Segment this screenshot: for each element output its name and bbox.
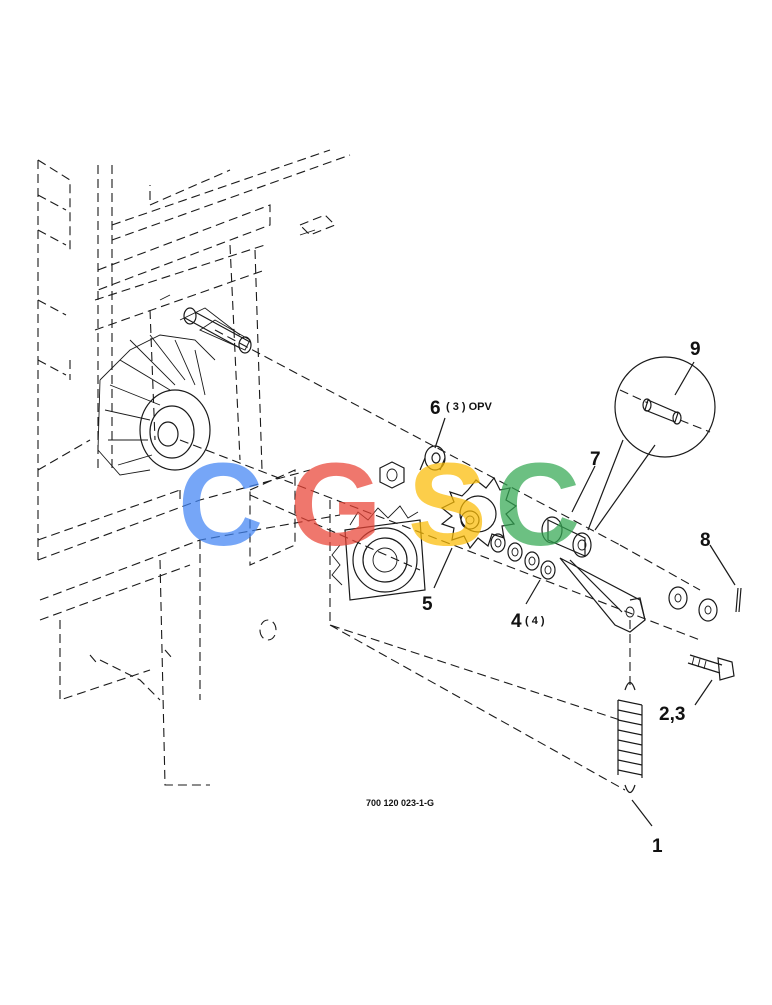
callout-6-qty: ( 3 ) OPV: [446, 401, 493, 413]
watermark-letter-s: S: [408, 439, 487, 571]
outer-washers: [668, 586, 718, 622]
watermark-letter-c1: C: [178, 439, 263, 571]
leader-lines: [433, 361, 736, 827]
idler-arm-item-7: [541, 516, 646, 633]
machine-frame: [37, 149, 621, 786]
callout-2-3-label: 2,3: [659, 704, 685, 725]
cotter-pin-item-8: [735, 587, 742, 613]
drawing-part-number: 700 120 023-1-G: [366, 798, 434, 808]
callout-4-qty: ( 4 ): [525, 615, 545, 627]
detail-view-item-9: [587, 356, 716, 531]
watermark: C G S C: [178, 439, 580, 571]
callout-8-label: 8: [700, 530, 711, 551]
sprocket-item-5: [440, 476, 518, 550]
callout-1-label: 1: [652, 836, 663, 857]
callout-6-label: 6: [430, 398, 441, 419]
spring-item-1: [617, 620, 643, 794]
hex-nut: [379, 461, 405, 489]
spacer-item-6: [419, 445, 446, 471]
washers-item-4: [490, 533, 556, 580]
callout-7-label: 7: [590, 449, 601, 470]
callouts: 9 6 ( 3 ) OPV 7 8 5 4 ( 4 ) 2,3 1 700 12…: [366, 339, 711, 857]
callout-5-label: 5: [422, 594, 433, 615]
pivot-stub: [183, 307, 252, 354]
watermark-letter-g: G: [290, 439, 382, 571]
rear-sprocket-housing: [331, 505, 426, 601]
callout-4-label: 4: [511, 611, 522, 632]
drive-hub: [97, 334, 216, 476]
bolt-item-2-3: [687, 654, 735, 681]
watermark-letter-c2: C: [495, 439, 580, 571]
assembly-axes: [179, 329, 701, 791]
callout-9-label: 9: [690, 339, 701, 360]
